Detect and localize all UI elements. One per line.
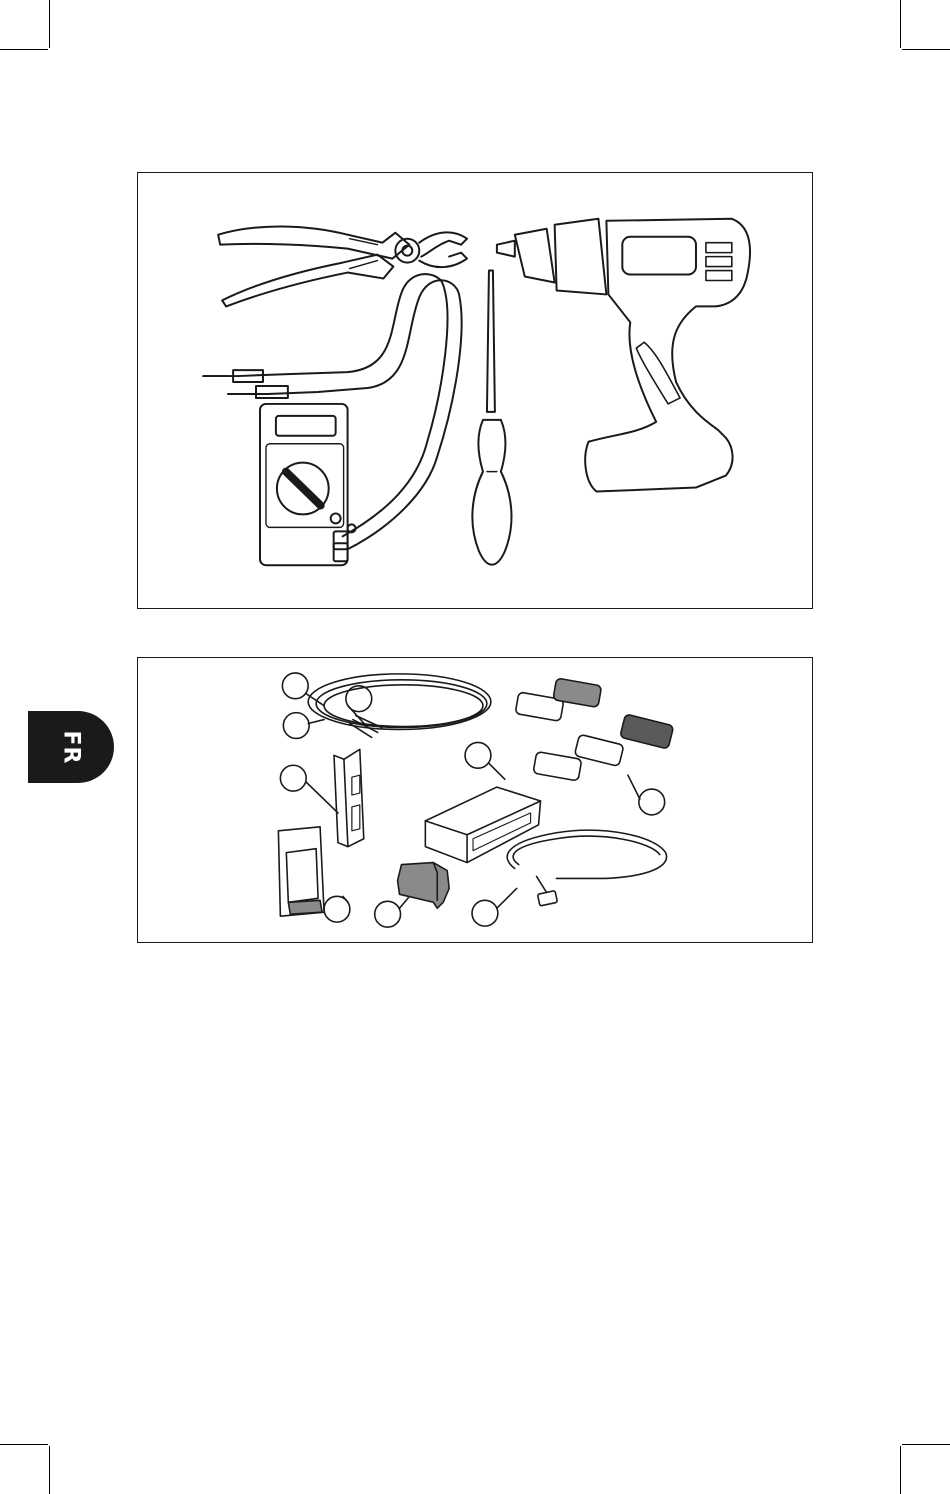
multimeter-leads [203,274,461,549]
pliers-icon [218,226,467,306]
language-tab: FR [28,711,114,783]
crop-mark-top-right [900,0,901,48]
network-switch [425,787,540,862]
screwdriver-icon [472,271,511,565]
multimeter-icon [260,404,356,565]
tools-figure [137,172,813,609]
keypad-covers [515,678,674,781]
crop-mark-bottom-left-h [0,1444,48,1445]
crop-mark-top-right-h [902,49,950,50]
kit-contents-figure [137,657,813,943]
cable-bundle [308,674,491,738]
callout-circles [280,673,664,927]
crop-mark-bottom-right [900,1446,901,1494]
callout-circle [639,789,665,815]
kit-illustration [138,658,812,942]
callout-circle [472,900,498,926]
language-tab-label: FR [59,730,84,764]
crop-mark-bottom-right-h [902,1444,950,1445]
drill-icon [497,219,750,492]
callout-circle [282,673,308,699]
power-supply [278,827,324,916]
callout-circle [280,765,306,791]
connector-cable [507,830,666,906]
crop-mark-bottom-left [49,1446,50,1494]
crop-mark-top-left-h [0,49,48,50]
tools-illustration [138,173,812,608]
callout-circle [283,713,309,739]
crop-mark-top-left [49,0,50,48]
callout-circle [465,742,491,768]
callout-circle [375,901,401,927]
circuit-breaker [334,749,364,846]
